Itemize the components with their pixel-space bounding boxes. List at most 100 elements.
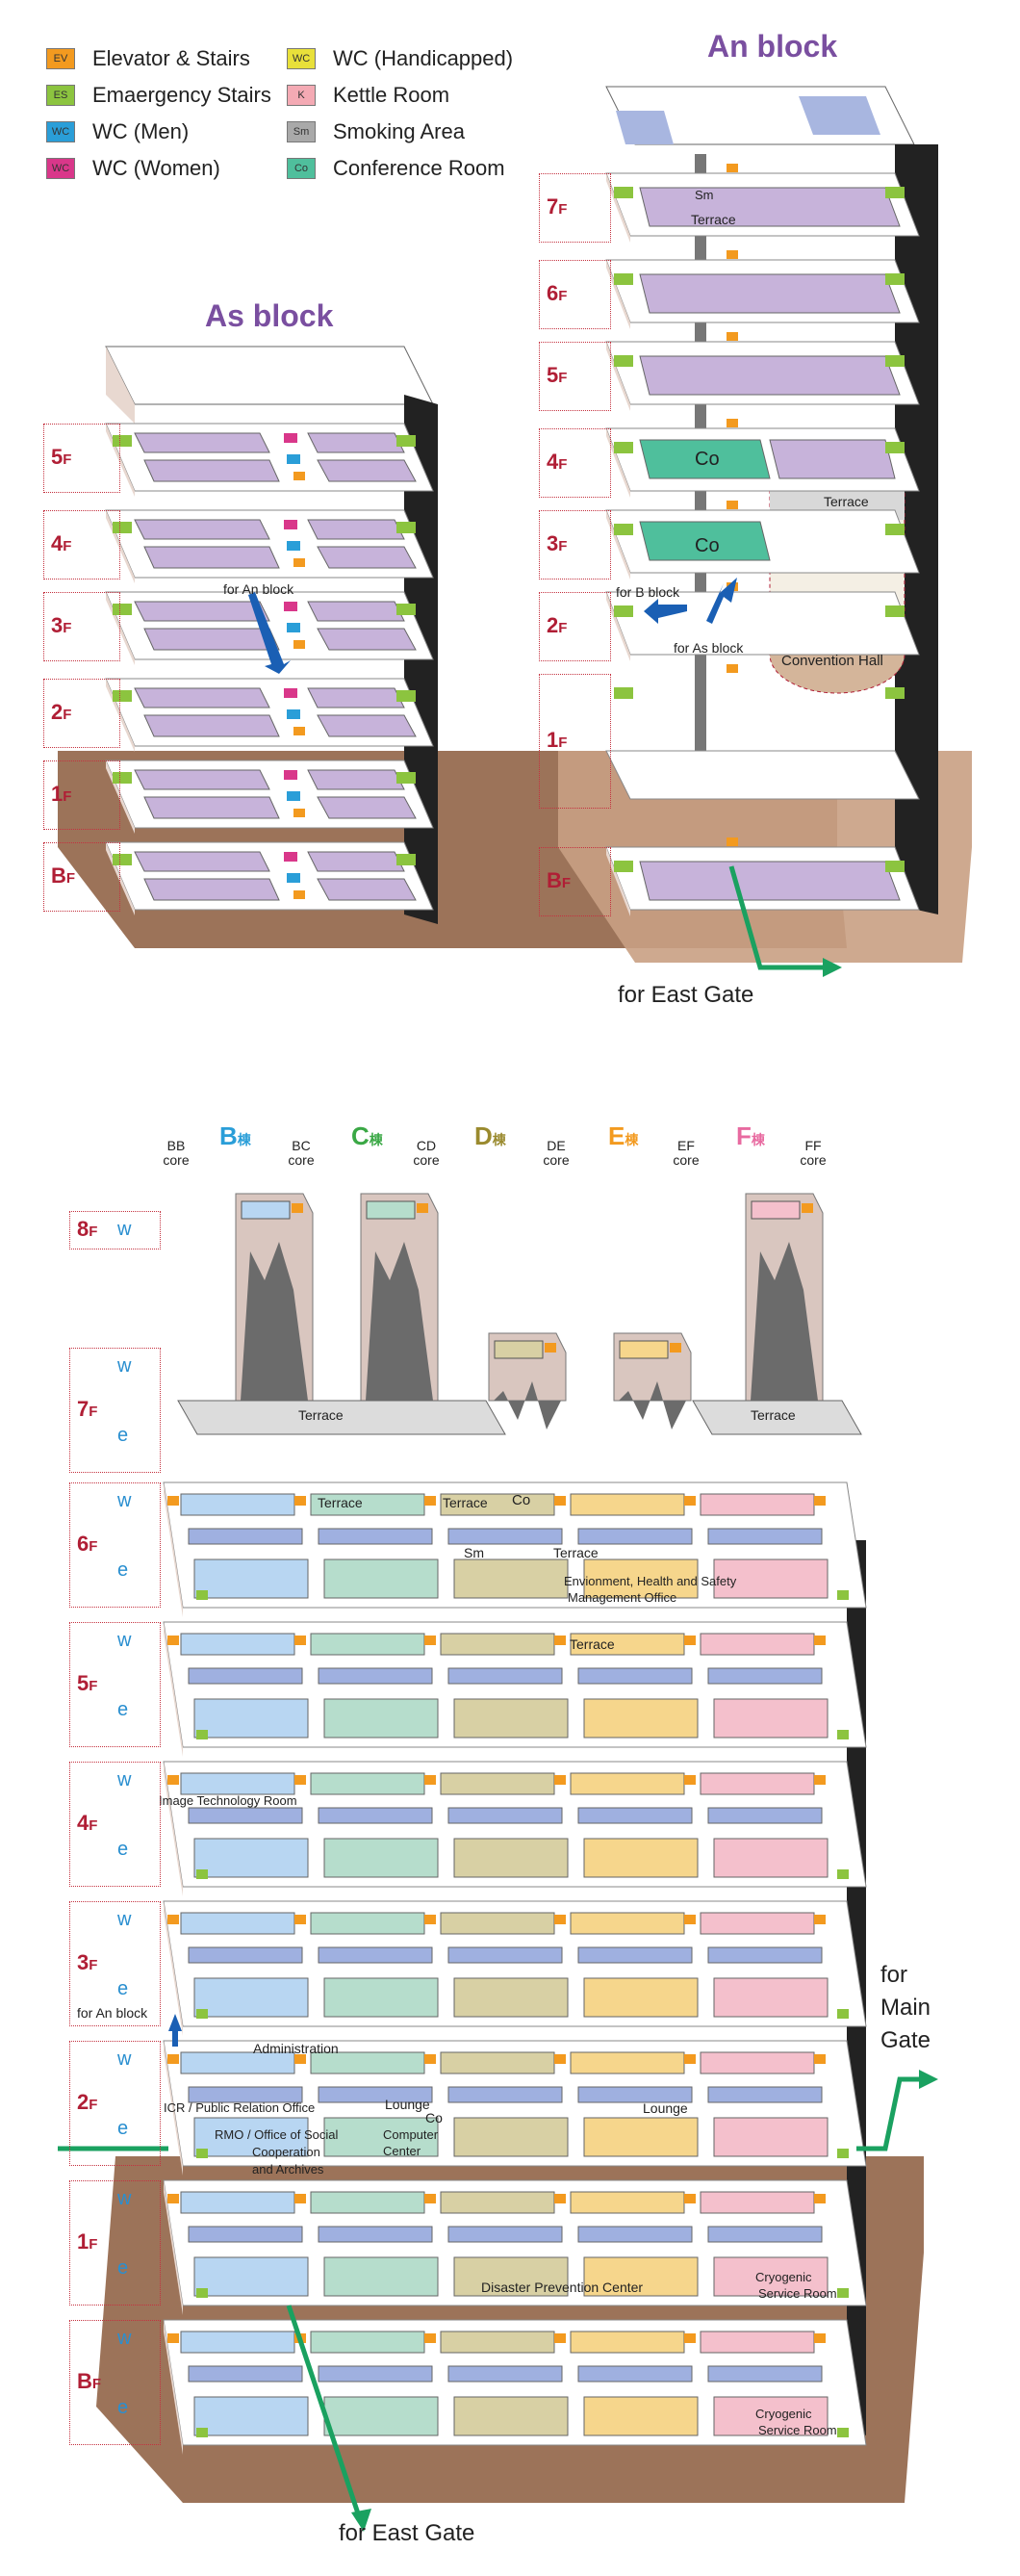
emergency-stairs-icon [614,605,633,617]
west-wing-label: w [117,2188,132,2209]
main-room-e [453,1698,569,1739]
emergency-stairs-icon [614,273,633,285]
an-terrace-label: Terrace [824,494,869,509]
de-core-label: DE core [543,1138,570,1168]
main-floor-6F-frame [69,1482,161,1608]
an-terrace-7f-label: Terrace [691,212,736,227]
elevator-icon [684,1636,696,1645]
as-for-an-label: for An block [223,581,294,597]
terrace-6f-a: Terrace [318,1495,363,1510]
main-room-w [440,2191,555,2214]
emergency-stairs-icon [196,2288,208,2298]
rmo-label-1: RMO / Office of Social [215,2127,339,2142]
main-corridor-room [318,2226,433,2243]
as-room [307,851,405,872]
as-room [307,687,405,708]
emergency-stairs-icon [113,522,132,533]
main-room-e [193,2396,309,2436]
convention-hall-label: Convention Hall [781,653,883,669]
an-co-4f-label: Co [695,449,720,470]
main-corridor-room [707,1946,823,1964]
main-corridor-room [577,1667,693,1685]
main-corridor-room [318,1946,433,1964]
terrace-7f-b: Terrace [751,1407,796,1423]
emergency-stairs-icon [196,1869,208,1879]
legend-label: Elevator & Stairs [92,46,250,70]
an-floor-4F-frame [539,428,611,498]
elevator-icon [814,2054,826,2064]
emergency-stairs-icon [113,604,132,615]
as-arrow [248,592,291,674]
emergency-stairs-icon [396,435,416,447]
as-floor-5F-frame [43,424,120,493]
sm-6f: Sm [464,1545,484,1560]
emergency-stairs-icon [614,355,633,367]
elevator-icon [424,1915,436,1924]
block-suffix: 棟 [369,1132,383,1147]
elevator-icon [814,1775,826,1785]
as-room [143,878,280,901]
main-room-e [583,1977,699,2018]
emergency-stairs-icon [837,1869,849,1879]
main-corridor-room [188,2365,303,2383]
as-floor-1F-frame [43,760,120,830]
terrace-5f: Terrace [570,1636,615,1652]
main-corridor-room [707,1667,823,1685]
elevator-icon [670,1343,681,1352]
as-room [143,628,280,651]
legend-label: WC (Men) [92,119,190,143]
main-corridor-room [707,2226,823,2243]
main-room-e [713,1977,829,2018]
elevator-icon [727,332,738,341]
ff-core-label: FF core [800,1138,827,1168]
main-corridor-room [447,1667,563,1685]
block-letter: E [608,1121,625,1150]
an-floor-7F-frame [539,173,611,243]
for-main-gate-2: Main [880,1995,931,2021]
elevator-icon [814,1915,826,1924]
emergency-stairs-icon [614,187,633,198]
elevator-icon [554,2194,566,2203]
elevator-icon [554,1775,566,1785]
wc-men-icon [287,709,300,719]
main-corridor-room [447,1528,563,1545]
main-room-w [440,2051,555,2074]
for-as-block-label: for As block [674,640,744,656]
as-room [143,459,280,482]
elevator-icon [727,250,738,259]
elevator-icon [294,2054,306,2064]
smoking-icon: Sm [287,121,316,142]
main-corridor-room [577,2226,693,2243]
ef-core-label: EF core [673,1138,700,1168]
main-corridor-room [188,2086,303,2103]
main-room-w [570,2331,685,2354]
as-room [317,714,417,737]
as-floor-4F: 4F [51,531,72,555]
main-room-w [440,1633,555,1656]
as-room [317,796,417,819]
main-room-e [583,2256,699,2297]
elevator-icon [293,727,305,735]
elevator-icon [554,2333,566,2343]
elevator-icon [727,164,738,172]
as-room [307,601,405,622]
emergency-stairs-icon [196,1590,208,1600]
emergency-stairs-icon [196,1730,208,1739]
block-letter: B [219,1121,238,1150]
main-room-e [713,1698,829,1739]
main-room-w [440,1912,555,1935]
co-6f: Co [512,1492,531,1508]
wc-women-icon [284,688,297,698]
main-room-e [323,2117,439,2157]
main-room-w [180,2331,295,2354]
main-room-e [713,2396,829,2436]
main-corridor-room [318,2365,433,2383]
cryogenic-bf-2: Service Room [758,2423,837,2437]
elevator-icon [424,1775,436,1785]
elevator-icon [814,2194,826,2203]
main-corridor-room [707,2365,823,2383]
elevator-icon [727,501,738,509]
wc-men-icon [287,791,300,801]
legend-label: Smoking Area [333,119,465,143]
